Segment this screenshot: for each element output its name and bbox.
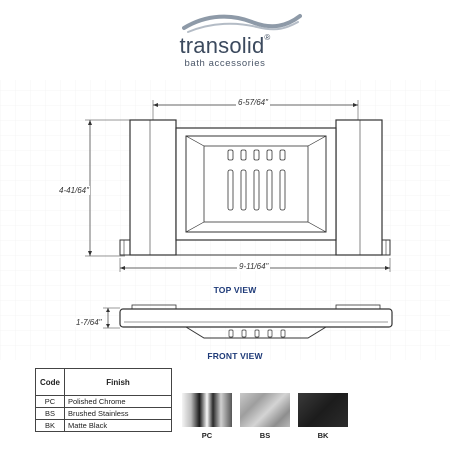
- front-view-label: FRONT VIEW: [207, 351, 263, 361]
- finish-header-finish: Finish: [64, 368, 172, 396]
- finish-code-cell: PC: [35, 395, 65, 408]
- table-row: BS Brushed Stainless: [35, 407, 172, 420]
- brand-name-text: transolid: [179, 33, 265, 58]
- top-view-drawing: [85, 100, 391, 272]
- swatch-label-bs: BS: [259, 431, 271, 440]
- top-view-label: TOP VIEW: [213, 285, 257, 295]
- swatch-brushed-stainless: [240, 393, 290, 427]
- finish-table: Code Finish PC Polished Chrome BS Brushe…: [35, 368, 172, 432]
- dimension-top-height: 4-41/64": [58, 186, 90, 195]
- registered-mark: ®: [264, 33, 271, 42]
- table-row: BK Matte Black: [35, 419, 172, 432]
- finish-name-cell: Brushed Stainless: [64, 407, 172, 420]
- dimension-top-inner-width: 6-57/64": [236, 98, 270, 107]
- dimension-top-overall-width: 9-11/64": [237, 262, 271, 271]
- front-view-drawing: [103, 304, 393, 339]
- swatch-label-pc: PC: [201, 431, 213, 440]
- brand-name: transolid®: [0, 33, 450, 59]
- swatch-polished-chrome: [182, 393, 232, 427]
- table-row: PC Polished Chrome: [35, 395, 172, 408]
- finish-code-cell: BS: [35, 407, 65, 420]
- finish-header-code: Code: [35, 368, 65, 396]
- logo-wave-icon: [182, 14, 302, 33]
- dimension-front-height: 1-7/64": [75, 318, 103, 327]
- brand-tagline: bath accessories: [184, 58, 266, 69]
- finish-name-cell: Polished Chrome: [64, 395, 172, 408]
- finish-code-cell: BK: [35, 419, 65, 432]
- swatch-matte-black: [298, 393, 348, 427]
- swatch-label-bk: BK: [317, 431, 329, 440]
- finish-table-header: Code Finish: [35, 368, 172, 396]
- finish-name-cell: Matte Black: [64, 419, 172, 432]
